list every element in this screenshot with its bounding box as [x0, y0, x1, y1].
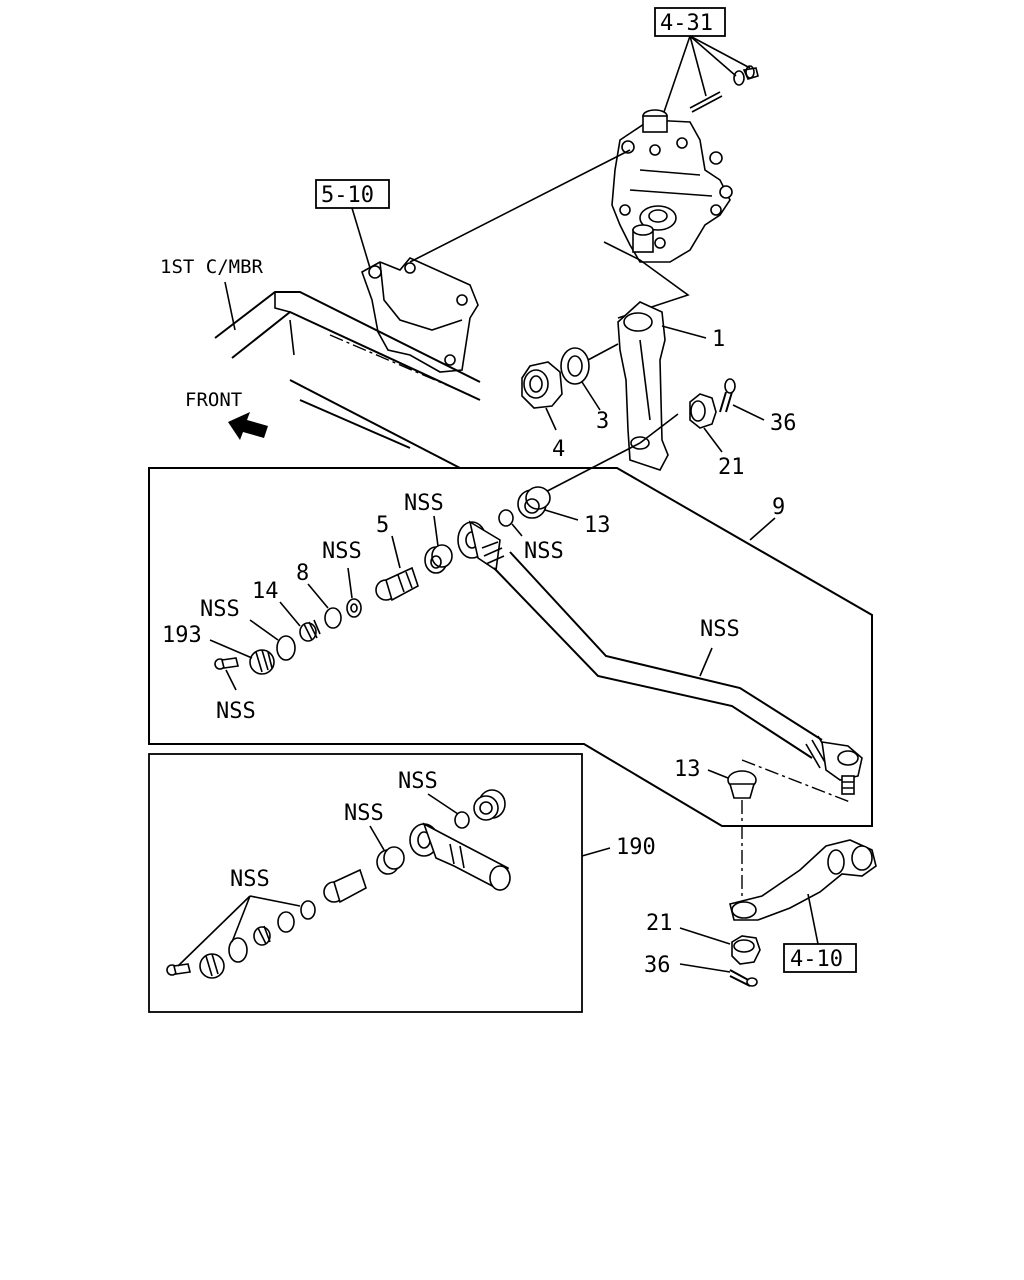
ref-label-4-31: 4-31 — [660, 11, 713, 36]
drag-link-rod — [457, 520, 863, 795]
cotter-pin-36-top — [719, 378, 736, 413]
frame-member — [214, 291, 481, 469]
spring-14 — [299, 619, 321, 642]
front-arrow-icon — [228, 412, 268, 440]
callout-nss-bolt: NSS — [216, 699, 256, 724]
callout-36-bottom: 36 — [644, 953, 671, 978]
dust-cover-13-bottom — [727, 770, 757, 799]
pitman-arm — [617, 301, 669, 471]
frame-bracket — [361, 257, 479, 373]
callout-nss-seal: NSS — [322, 539, 362, 564]
steering-gear-box — [611, 65, 759, 263]
drag-link-kit-outline — [148, 467, 873, 827]
callout-13-top: 13 — [584, 513, 611, 538]
callout-nss-b2: NSS — [344, 801, 384, 826]
callout-nss-ring: NSS — [524, 539, 564, 564]
repair-kit-parts — [166, 789, 511, 979]
ref-label-5-10: 5-10 — [321, 183, 374, 208]
small-ring-nss — [498, 509, 514, 527]
lock-washer-3 — [560, 347, 590, 385]
callout-8: 8 — [296, 561, 309, 586]
repair-kit-190-outline — [148, 753, 583, 1013]
callout-36-top: 36 — [770, 411, 797, 436]
callout-3: 3 — [596, 409, 609, 434]
ref-label-4-10: 4-10 — [790, 947, 843, 972]
callout-nss-b3: NSS — [230, 867, 270, 892]
cotter-pin-36-bottom — [729, 969, 758, 987]
castle-nut-21-top — [689, 393, 717, 429]
bush-nss — [424, 544, 453, 574]
callout-5: 5 — [376, 513, 389, 538]
callout-21-top: 21 — [718, 455, 745, 480]
grease-nipple-nss — [214, 657, 239, 670]
frame-member-label: 1ST C/MBR — [160, 256, 264, 278]
ball-stud-5 — [375, 566, 419, 602]
callout-nss-b1: NSS — [398, 769, 438, 794]
callout-190: 190 — [616, 835, 656, 860]
callout-21-bottom: 21 — [646, 911, 673, 936]
front-label: FRONT — [185, 389, 242, 411]
callout-4: 4 — [552, 437, 565, 462]
castle-nut-21-bottom — [731, 935, 761, 965]
callout-13-bottom: 13 — [674, 757, 701, 782]
callout-nss-bush: NSS — [404, 491, 444, 516]
callout-9: 9 — [772, 495, 785, 520]
callout-193: 193 — [162, 623, 202, 648]
ref-box-4-10 — [783, 943, 857, 973]
callout-14: 14 — [252, 579, 279, 604]
dust-cover-13-top — [517, 486, 551, 519]
ring-8 — [324, 607, 342, 629]
pitman-nut-4 — [521, 361, 563, 409]
callout-1: 1 — [712, 327, 725, 352]
callout-nss-rod: NSS — [700, 617, 740, 642]
plug-193 — [249, 649, 275, 675]
knuckle-arm — [729, 839, 877, 921]
o-ring-nss — [276, 635, 296, 661]
seal-nss — [346, 598, 362, 618]
callout-nss-oring: NSS — [200, 597, 240, 622]
